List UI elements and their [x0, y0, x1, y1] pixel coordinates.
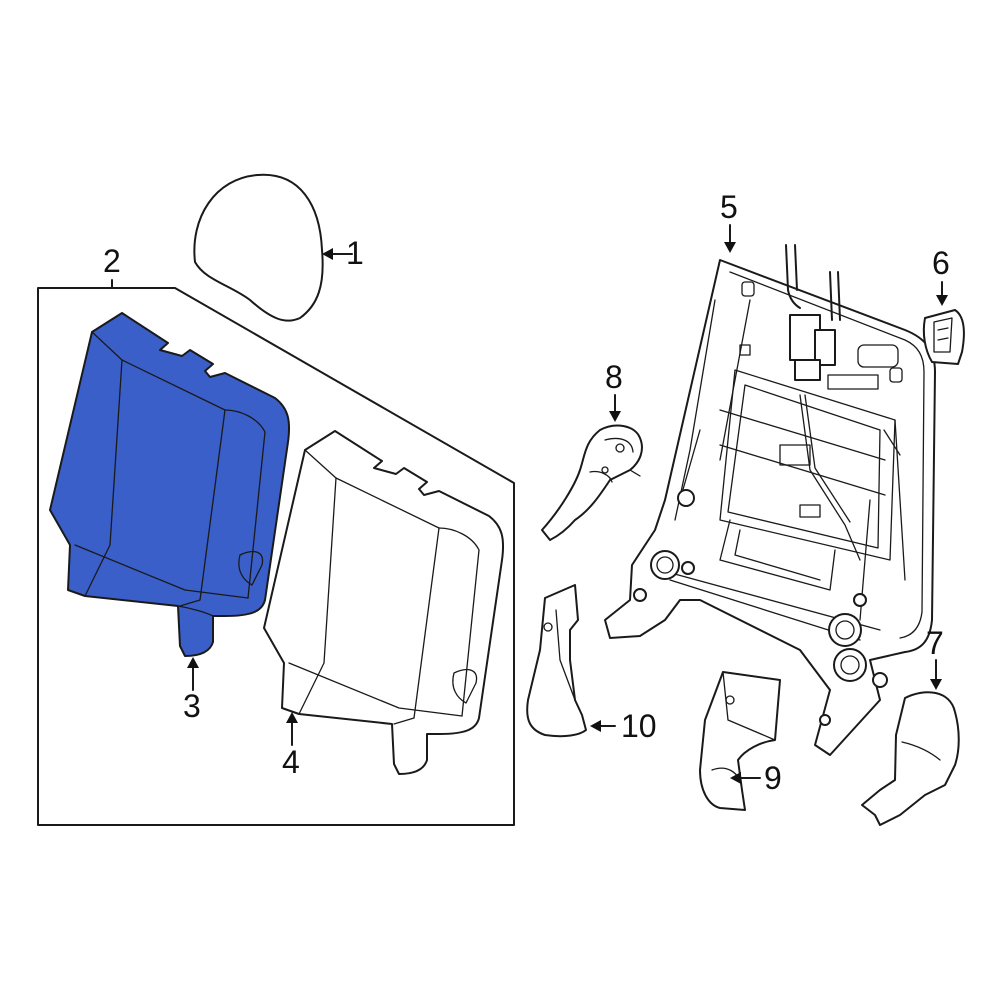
- part-9-bracket-cover[interactable]: [699, 671, 781, 811]
- callout-8: 8: [605, 359, 623, 395]
- callout-7: 7: [926, 625, 944, 661]
- part-10-side-shield[interactable]: [526, 584, 587, 738]
- callout-2: 2: [103, 243, 121, 279]
- part-6-clip[interactable]: [922, 309, 965, 365]
- callout-5: 5: [720, 189, 738, 225]
- callout-4: 4: [282, 744, 300, 780]
- part-3-seat-back-cover[interactable]: [49, 312, 291, 657]
- group-box-2: [37, 287, 515, 826]
- part-5-seat-back-frame[interactable]: [604, 244, 936, 756]
- callout-9: 9: [764, 760, 782, 796]
- callout-6: 6: [932, 245, 950, 281]
- callout-1: 1: [346, 235, 364, 271]
- cover-3-shape: [49, 312, 291, 657]
- leader-lines: [111, 224, 948, 784]
- part-7-outer-trim[interactable]: [861, 691, 960, 826]
- callout-10: 10: [621, 708, 657, 744]
- callout-3: 3: [183, 688, 201, 724]
- part-1-headrest[interactable]: [193, 173, 324, 322]
- part-8-hinge-cover[interactable]: [541, 424, 643, 541]
- part-4-seat-back-pad[interactable]: [263, 430, 505, 775]
